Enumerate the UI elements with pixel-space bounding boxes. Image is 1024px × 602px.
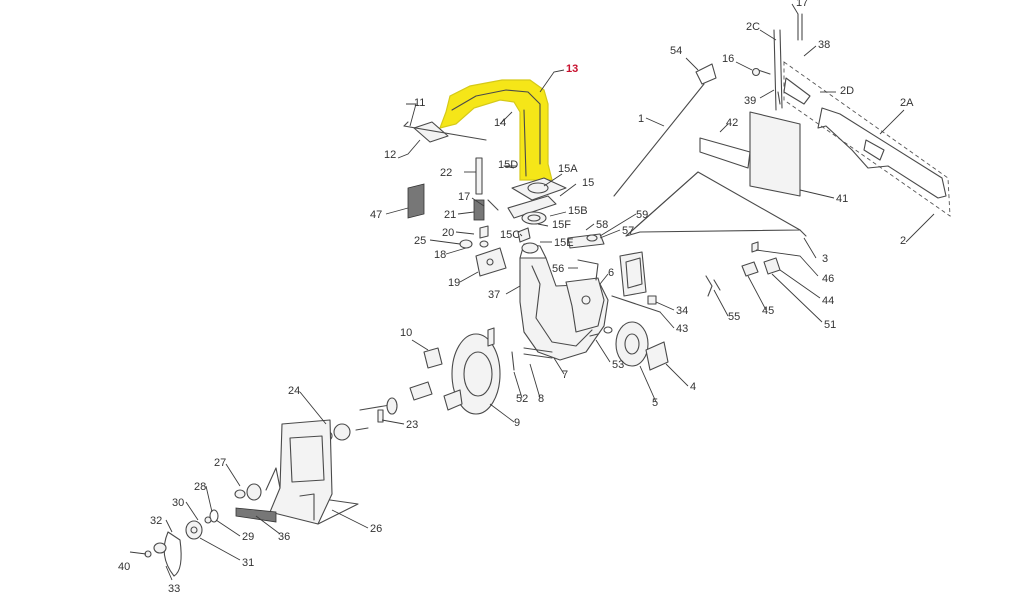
callout-16[interactable]: 16 bbox=[722, 53, 734, 65]
callout-2[interactable]: 2 bbox=[900, 235, 906, 247]
callout-51[interactable]: 51 bbox=[824, 319, 836, 331]
callout-39[interactable]: 39 bbox=[744, 95, 756, 107]
callout-59[interactable]: 59 bbox=[636, 209, 648, 221]
small-parts-right bbox=[647, 257, 781, 305]
callout-15[interactable]: 15 bbox=[582, 177, 594, 189]
callout-15D[interactable]: 15D bbox=[498, 159, 518, 171]
callout-2D[interactable]: 2D bbox=[840, 85, 854, 97]
callout-5[interactable]: 5 bbox=[652, 397, 658, 409]
callout-17a[interactable]: 17 bbox=[796, 0, 808, 9]
callout-55[interactable]: 55 bbox=[728, 311, 740, 323]
callout-2A[interactable]: 2A bbox=[900, 97, 914, 109]
callout-12[interactable]: 12 bbox=[384, 149, 396, 161]
drive-assembly bbox=[144, 483, 277, 577]
callout-42[interactable]: 42 bbox=[726, 117, 738, 129]
callout-45[interactable]: 45 bbox=[762, 305, 774, 317]
callout-3[interactable]: 3 bbox=[822, 253, 828, 265]
callout-18[interactable]: 18 bbox=[434, 249, 446, 261]
hopper-chute bbox=[611, 111, 807, 313]
callout-41[interactable]: 41 bbox=[836, 193, 848, 205]
callout-58[interactable]: 58 bbox=[596, 219, 608, 231]
callout-37[interactable]: 37 bbox=[488, 289, 500, 301]
housing-top-assembly bbox=[407, 157, 567, 277]
callout-13[interactable]: 13 bbox=[566, 63, 578, 75]
callout-23[interactable]: 23 bbox=[406, 419, 418, 431]
base-frame bbox=[265, 419, 359, 525]
callout-15C[interactable]: 15C bbox=[500, 229, 520, 241]
callout-27[interactable]: 27 bbox=[214, 457, 226, 469]
shaft-bearings bbox=[319, 397, 398, 442]
callout-19[interactable]: 19 bbox=[448, 277, 460, 289]
callout-11[interactable]: 11 bbox=[414, 97, 425, 109]
impeller-assembly bbox=[409, 321, 669, 415]
callout-30[interactable]: 30 bbox=[172, 497, 184, 509]
callout-40[interactable]: 40 bbox=[118, 561, 130, 573]
callout-10[interactable]: 10 bbox=[400, 327, 412, 339]
callout-32[interactable]: 32 bbox=[150, 515, 162, 527]
callout-29[interactable]: 29 bbox=[242, 531, 254, 543]
blower-housing bbox=[519, 233, 613, 361]
callout-7[interactable]: 7 bbox=[562, 369, 568, 381]
callout-15A[interactable]: 15A bbox=[558, 163, 578, 175]
leader-lines bbox=[129, 3, 935, 581]
callout-1[interactable]: 1 bbox=[638, 113, 644, 125]
callout-21[interactable]: 21 bbox=[444, 209, 456, 221]
callout-6[interactable]: 6 bbox=[608, 267, 614, 279]
callout-34[interactable]: 34 bbox=[676, 305, 688, 317]
callout-46[interactable]: 46 bbox=[822, 273, 834, 285]
callout-9[interactable]: 9 bbox=[514, 417, 520, 429]
callout-31[interactable]: 31 bbox=[242, 557, 254, 569]
callout-14[interactable]: 14 bbox=[494, 117, 506, 129]
frame-assembly-2 bbox=[613, 13, 951, 217]
callout-8[interactable]: 8 bbox=[538, 393, 544, 405]
callout-54[interactable]: 54 bbox=[670, 45, 682, 57]
callout-56[interactable]: 56 bbox=[552, 263, 564, 275]
callout-15F[interactable]: 15F bbox=[552, 219, 571, 231]
callout-43[interactable]: 43 bbox=[676, 323, 688, 335]
callout-25[interactable]: 25 bbox=[414, 235, 426, 247]
part-13-discharge-spout[interactable] bbox=[439, 79, 553, 181]
callout-2C[interactable]: 2C bbox=[746, 21, 760, 33]
callout-36[interactable]: 36 bbox=[278, 531, 290, 543]
callout-15B[interactable]: 15B bbox=[568, 205, 588, 217]
callout-52[interactable]: 52 bbox=[516, 393, 528, 405]
callout-24[interactable]: 24 bbox=[288, 385, 300, 397]
callout-57[interactable]: 57 bbox=[622, 225, 634, 237]
callout-47[interactable]: 47 bbox=[370, 209, 382, 221]
callout-53[interactable]: 53 bbox=[612, 359, 624, 371]
callout-4[interactable]: 4 bbox=[690, 381, 696, 393]
callout-26[interactable]: 26 bbox=[370, 523, 382, 535]
deflector-parts bbox=[403, 121, 487, 143]
callout-22[interactable]: 22 bbox=[440, 167, 452, 179]
callout-44[interactable]: 44 bbox=[822, 295, 834, 307]
callout-28[interactable]: 28 bbox=[194, 481, 206, 493]
callout-20[interactable]: 20 bbox=[442, 227, 454, 239]
callout-17b[interactable]: 17 bbox=[458, 191, 470, 203]
callout-38[interactable]: 38 bbox=[818, 39, 830, 51]
callout-15E[interactable]: 15E bbox=[554, 237, 574, 249]
callout-33[interactable]: 33 bbox=[168, 583, 180, 595]
